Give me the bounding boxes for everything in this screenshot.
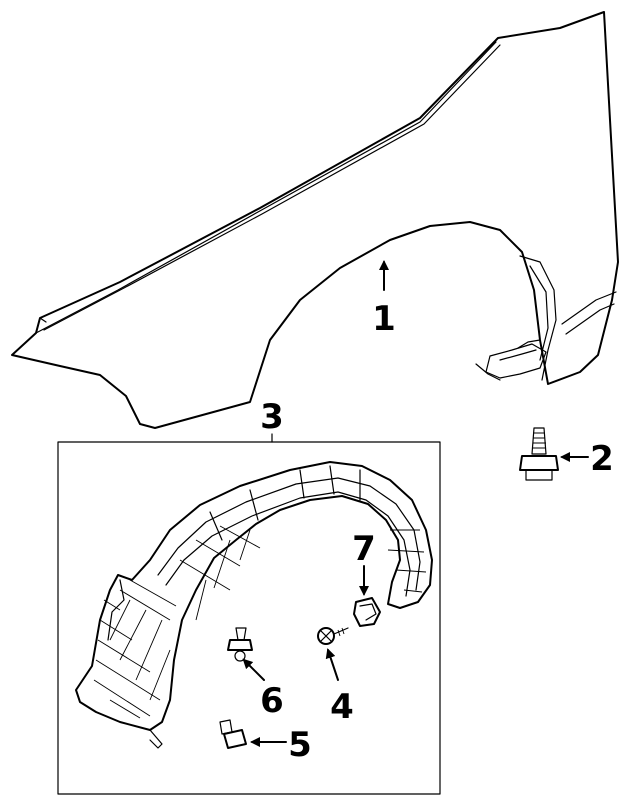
- screw-4: [317, 627, 349, 645]
- liner-group-frame: [57, 441, 441, 795]
- callout-1: 1: [372, 299, 396, 339]
- screw-5: [219, 719, 247, 749]
- callout-5: 5: [288, 725, 312, 765]
- callout-4-arrow: [325, 648, 339, 681]
- bolt: [519, 427, 559, 481]
- callout-2: 2: [590, 439, 614, 479]
- fender-liner: [75, 461, 433, 749]
- fender-panel: [11, 11, 619, 429]
- callout-6: 6: [260, 681, 284, 721]
- callout-3: 3: [260, 397, 284, 437]
- screw-6: [227, 627, 253, 662]
- clip: [353, 597, 381, 627]
- callout-6-arrow: [242, 658, 265, 681]
- callout-4: 4: [330, 687, 354, 727]
- callout-7: 7: [352, 529, 376, 569]
